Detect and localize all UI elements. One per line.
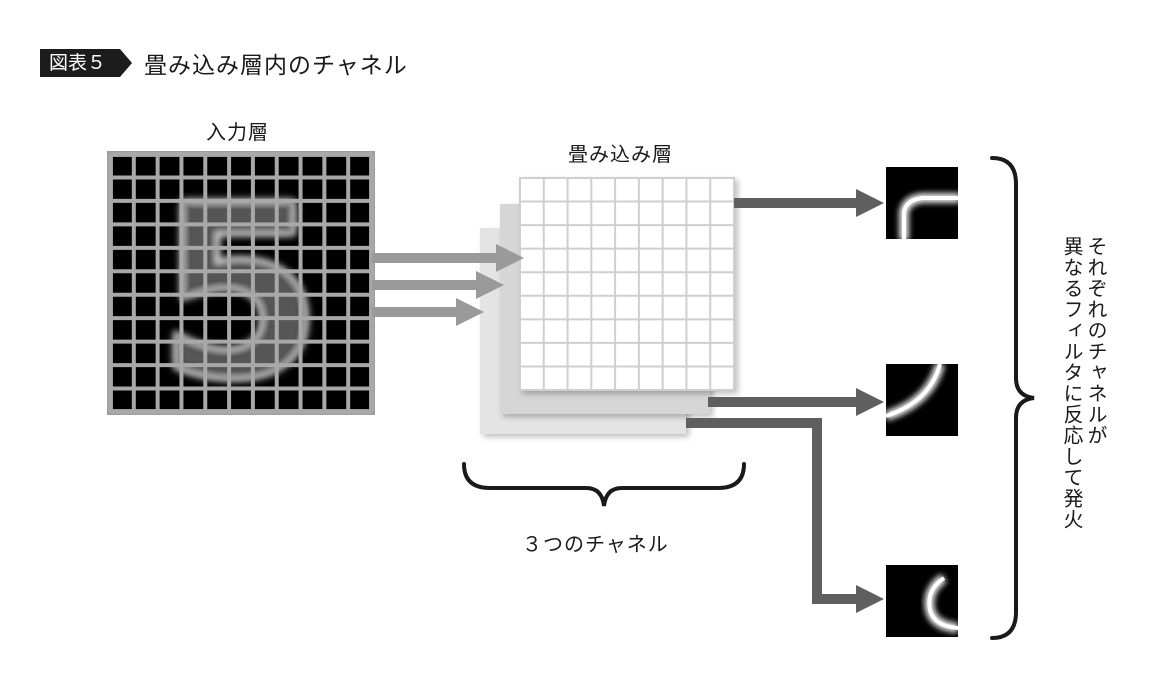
input-digit: 5 [157,153,324,433]
input-grid [108,152,374,414]
input-arrow-3 [372,298,484,326]
input-arrows [372,244,524,326]
channel-count-label: ３つのチャネル [522,532,669,556]
figure-number-badge: 図表５ [40,49,133,77]
output-caption-line-2: 異なるフィルタに反応して発火 [1060,236,1084,530]
input-arrow-1 [372,244,524,272]
output-arrow-3 [686,418,884,613]
conv-layer-label: 畳み込み層 [568,142,673,166]
channels-brace [462,462,746,507]
feature-map-1 [886,167,958,239]
channel-sheet-1 [519,177,735,391]
output-arrows [686,189,884,613]
output-arrow-2 [708,388,884,416]
feature-map-3 [886,565,958,637]
input-arrow-2 [372,271,504,299]
conv-layer-stack [480,177,735,434]
output-caption-line-1: それぞれのチャネルが [1084,236,1108,446]
output-arrow-1 [734,189,884,217]
figure-title: 畳み込み層内のチャネル [144,53,408,79]
input-layer-image: 5 5 [107,151,375,433]
outputs-brace [990,156,1035,640]
input-layer-label: 入力層 [206,120,269,144]
conv-grid [519,177,735,391]
feature-map-2 [886,364,958,436]
figure-label: 図表５ 畳み込み層内のチャネル [40,46,408,80]
